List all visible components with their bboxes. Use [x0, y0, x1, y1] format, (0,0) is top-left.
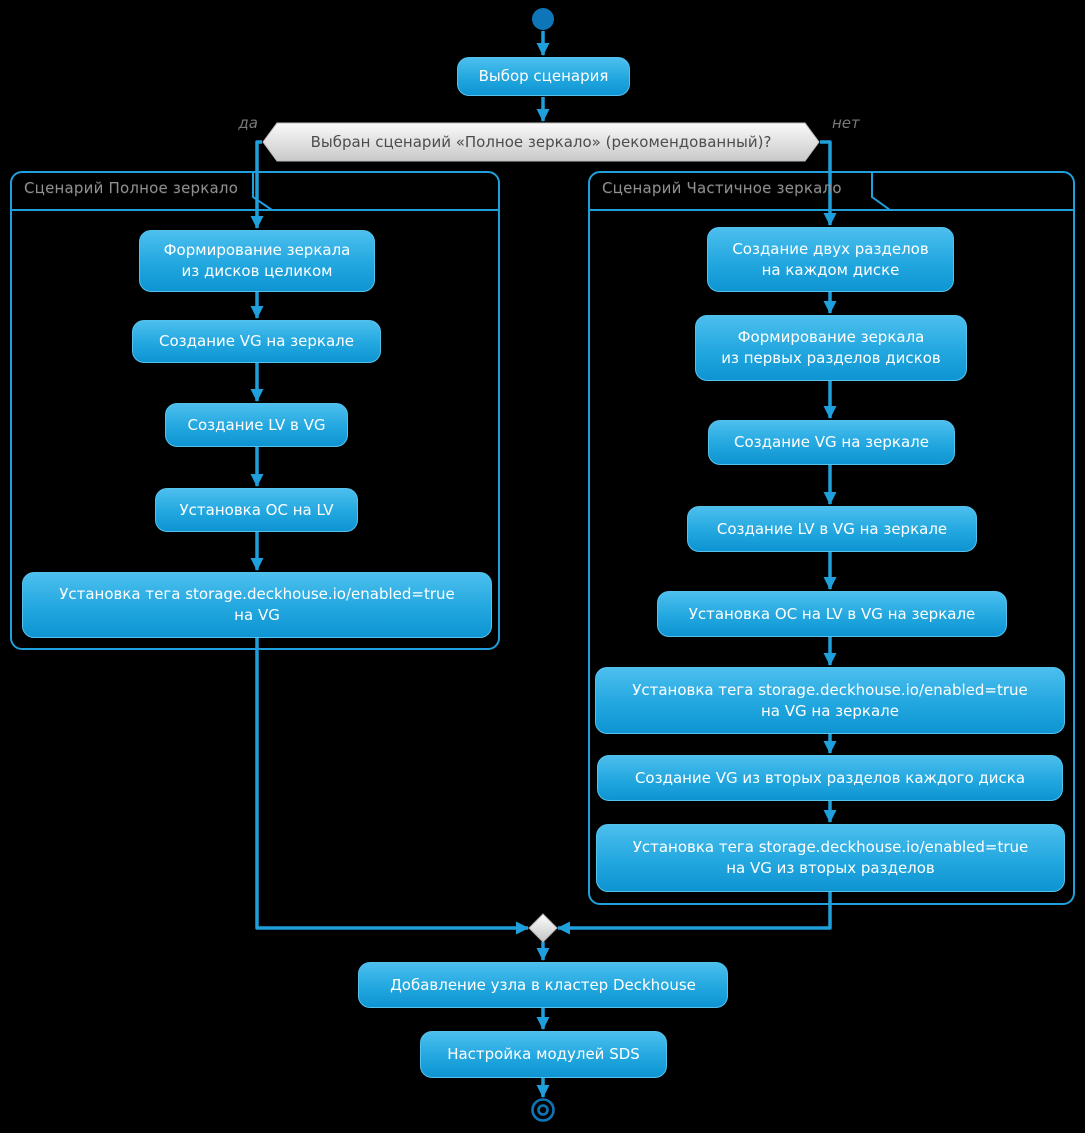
activity-partial-mirror-step-5: Установка ОС на LV в VG на зеркале	[657, 591, 1007, 637]
merge-diamond-icon	[528, 913, 558, 943]
partition-title-partial-mirror: Сценарий Частичное зеркало	[602, 179, 842, 197]
activity-full-mirror-step-5: Установка тега storage.deckhouse.io/enab…	[22, 572, 492, 638]
decision-hexagon	[262, 122, 820, 162]
activity-partial-mirror-step-6: Установка тега storage.deckhouse.io/enab…	[595, 667, 1065, 734]
activity-full-mirror-step-4: Установка ОС на LV	[155, 488, 358, 532]
branch-label-no: нет	[832, 114, 860, 132]
activity-partial-mirror-step-1: Создание двух разделов на каждом диске	[707, 227, 954, 292]
activity-partial-mirror-step-8: Установка тега storage.deckhouse.io/enab…	[596, 824, 1065, 892]
activity-partial-mirror-step-4: Создание LV в VG на зеркале	[687, 506, 977, 552]
activity-partial-mirror-step-2: Формирование зеркала из первых разделов …	[695, 315, 967, 381]
activity-full-mirror-step-3: Создание LV в VG	[165, 403, 348, 447]
partition-title-full-mirror: Сценарий Полное зеркало	[24, 179, 239, 197]
flow-arrows	[250, 31, 837, 1098]
end-node-icon	[531, 1098, 555, 1122]
activity-add-node-to-cluster: Добавление узла в кластер Deckhouse	[358, 962, 728, 1008]
activity-choose-scenario: Выбор сценария	[457, 57, 630, 96]
activity-full-mirror-step-1: Формирование зеркала из дисков целиком	[139, 230, 375, 292]
branch-label-yes: да	[238, 114, 258, 132]
activity-configure-sds-modules: Настройка модулей SDS	[420, 1031, 667, 1078]
decision-question: Выбран сценарий «Полное зеркало» (рекоме…	[310, 133, 772, 151]
activity-partial-mirror-step-7: Создание VG из вторых разделов каждого д…	[597, 755, 1063, 801]
activity-partial-mirror-step-3: Создание VG на зеркале	[708, 420, 955, 465]
partition-full-mirror	[10, 171, 500, 650]
activity-full-mirror-step-2: Создание VG на зеркале	[132, 320, 381, 363]
start-node-icon	[532, 8, 554, 30]
